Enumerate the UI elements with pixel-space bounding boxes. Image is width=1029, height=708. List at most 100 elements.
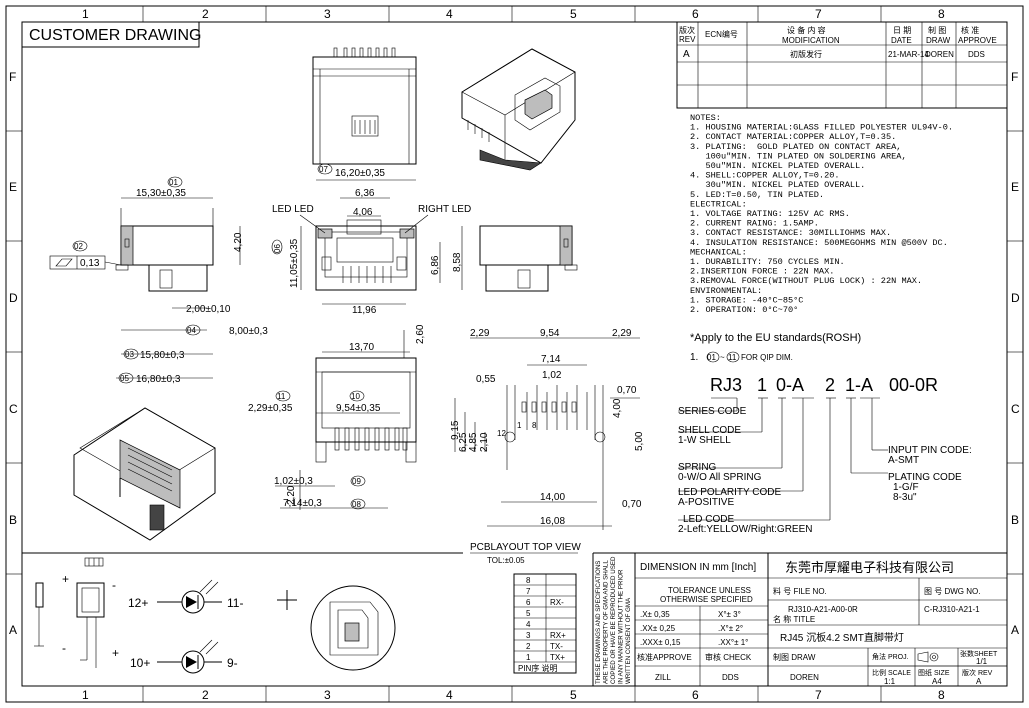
plating-code-value: 8-3u" [893, 492, 917, 503]
dim-text: 0,13 [80, 258, 100, 269]
note-line: ELECTRICAL: [690, 199, 747, 209]
dim-text: 4,00 [612, 398, 623, 418]
part-code-segment: 2 [825, 375, 835, 395]
dim-text: 9,54±0,35 [336, 403, 381, 414]
callout-id: 08 [352, 500, 361, 509]
draw-header-cn: 制 图 [928, 25, 946, 35]
isometric-view-top [461, 48, 576, 171]
callout-id: 04 [187, 326, 196, 335]
part-code-segment: RJ3 [710, 375, 742, 395]
projection-symbol-icon [917, 651, 939, 663]
shell-code-value: 1-W SHELL [678, 435, 731, 446]
dim-text: 7,14 [541, 354, 561, 365]
dim-text: 2,29±0,35 [248, 403, 293, 414]
col-label: 6 [692, 688, 699, 702]
draw-header-en: DRAW [926, 36, 951, 45]
col-label: 8 [938, 7, 945, 21]
dim-text: 0,55 [476, 374, 496, 385]
tol-value: .XX°± 1° [718, 638, 748, 647]
row-label: C [9, 402, 18, 416]
draw-value: DOREN [925, 50, 954, 59]
col-label: 3 [324, 7, 331, 21]
center-mark-icon [277, 590, 297, 610]
input-pin-value: A-SMT [888, 455, 919, 466]
tol-value: .XX± 0,25 [640, 624, 676, 633]
company-name: 东莞市厚耀电子科技有限公司 [785, 560, 954, 575]
rev-header-en: REV [679, 35, 696, 44]
dim-text: 16,20±0,35 [335, 168, 385, 179]
row-label: B [9, 513, 17, 527]
dim-text: 4,06 [353, 207, 373, 218]
part-code-segment: 00-0R [889, 375, 938, 395]
col-label: 5 [570, 7, 577, 21]
pcb-layout: 2,29 9,54 2,29 7,14 1,02 0,55 0,70 4,00 … [450, 328, 645, 565]
dim-text: 0,70 [622, 499, 642, 510]
note-line: 3. CONTACT RESISTANCE: 30MILLIOHMS MAX. [690, 228, 891, 238]
col-label: 5 [570, 688, 577, 702]
row-label: A [1011, 623, 1019, 637]
row-label: A [9, 623, 17, 637]
dim-text: 2,20 [286, 485, 297, 505]
col-label: 8 [938, 688, 945, 702]
size-value: A4 [932, 677, 942, 686]
spring-value: 0-W/O All SPRING [678, 472, 762, 483]
dim-text: 1,02±0,3 [274, 476, 313, 487]
jack-opening-icon [310, 585, 396, 671]
draw-label: 制图 DRAW [773, 652, 816, 662]
callout-circle [185, 324, 201, 336]
scale-value: 1:1 [884, 677, 896, 686]
pcb-layout-tol: TOL:±0.05 [487, 556, 525, 565]
qip-from: 01 [707, 353, 716, 362]
isometric-view-bottom [73, 407, 216, 541]
plating-code-value: 1-G/F [893, 482, 919, 493]
col-label: 2 [202, 7, 209, 21]
modification-value: 初版发行 [790, 49, 822, 59]
proj-label: 角法 PROJ. [872, 652, 909, 661]
pin-number: 2 [526, 642, 531, 651]
proprietary-line: IN ANY MANNER WITHOUT THE PRIOR [618, 569, 625, 684]
part-code-segment: 0-A [776, 375, 804, 395]
callout-circle [726, 351, 740, 363]
dim-text: 9,15 [450, 420, 461, 440]
col-label: 6 [692, 7, 699, 21]
callout-circle [118, 372, 134, 384]
row-label: D [1011, 291, 1020, 305]
dim-text: 2,10 [479, 432, 490, 452]
row-label: E [1011, 180, 1019, 194]
row-labels-right: F E D C B A [1011, 70, 1020, 637]
dim-text: 11,96 [352, 305, 377, 316]
led-left-label: LED LED [272, 204, 314, 215]
callout-id: 01 [169, 178, 178, 187]
plating-code-label: PLATING CODE [888, 472, 962, 483]
led-schematic: + - + - 12+ 11- 10+ 9- [34, 557, 396, 674]
pcb-layout-title: PCBLAYOUT TOP VIEW [470, 542, 581, 553]
title-value: RJ45 沉板4.2 SMT直脚带灯 [780, 631, 904, 644]
rev-label: 版次 REV [962, 668, 993, 677]
note-line: 2.INSERTION FORCE : 22N MAX. [690, 267, 834, 277]
note-line: 1. VOLTAGE RATING: 125V AC RMS. [690, 209, 850, 219]
dim-text: 6,36 [355, 188, 375, 199]
led-code-label: LED CODE [683, 514, 734, 525]
col-label: 3 [324, 688, 331, 702]
pin-signal: RX- [550, 598, 564, 607]
inner-border [21, 21, 1008, 687]
led-diode-icon [157, 639, 222, 674]
tol-value: X°± 3° [718, 610, 741, 619]
dwg-no-value: C-RJ310-A21-1 [924, 605, 980, 614]
front-view: 16,20±0,35 07 6,36 4,06 LED LED RIGHT LE… [271, 163, 471, 316]
pin-signal: TX+ [550, 653, 565, 662]
col-label: 7 [815, 7, 822, 21]
size-label: 图纸 SIZE [918, 668, 950, 677]
note-line: 5. LED:T=0.50, TIN PLATED. [690, 190, 824, 200]
part-code-labels: SERIES CODE SHELL CODE 1-W SHELL SPRING … [678, 406, 972, 535]
column-dividers [6, 6, 1023, 702]
tol-value: .X± 0,35 [640, 610, 670, 619]
dim-text: 2,60 [415, 324, 426, 344]
draw-value: DOREN [790, 673, 819, 682]
dim-text: 4,20 [233, 232, 244, 252]
dwg-no-label: 图 号 DWG NO. [924, 587, 980, 596]
pin-number: 4 [526, 620, 531, 629]
pin-table-footer: PIN序 说明 [518, 663, 558, 673]
tolerance-title: OTHERWISE SPECIFIED [660, 595, 753, 604]
